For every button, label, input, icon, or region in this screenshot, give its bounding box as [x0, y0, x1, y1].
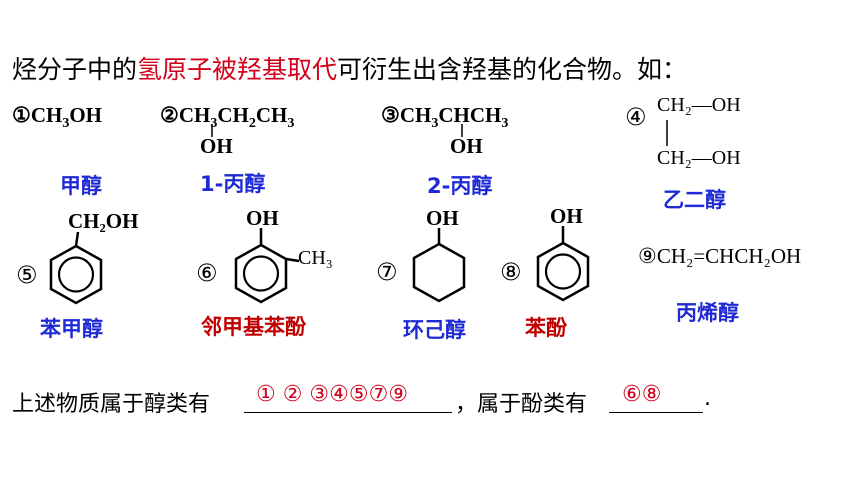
compound-1-num: ① — [12, 103, 31, 127]
compound-7-num: ⑦ — [376, 258, 398, 286]
compound-3-formula: ③CH3CHCH3 — [381, 103, 509, 132]
compound-9-name: 丙烯醇 — [676, 301, 739, 325]
compound-9-formula: ⑨CH₂=CHCH₂OH — [638, 244, 802, 268]
compound-5-name: 苯甲醇 — [40, 317, 103, 341]
compound-2-formula: ②CH3CH2CH3 — [160, 103, 295, 132]
compound-7-oh: OH — [426, 206, 459, 230]
compound-6-num: ⑥ — [196, 259, 218, 287]
compound-4-top: CH₂—OH — [657, 94, 741, 116]
intro-highlight: 氢原子被羟基取代 — [137, 55, 338, 84]
compound-1-formula: ①CH3OH — [12, 103, 102, 132]
compound-2-branch: OH — [200, 134, 233, 158]
summary-mid: ，属于酚类有 — [455, 392, 588, 417]
compound-6-name: 邻甲基苯酚 — [201, 315, 306, 339]
compound-8-ring — [536, 226, 590, 302]
compound-3-branch: OH — [450, 134, 483, 158]
compound-2-name: 1-丙醇 — [200, 172, 266, 196]
compound-5-group: CH₂OH — [68, 209, 139, 233]
compound-5-ring — [49, 231, 103, 305]
compound-8-name: 苯酚 — [525, 316, 567, 340]
compound-4-name: 乙二醇 — [663, 188, 726, 212]
compound-3-num: ③ — [381, 103, 400, 127]
intro-pre: 烃分子中的 — [12, 55, 138, 84]
summary-end: . — [704, 386, 711, 411]
compound-3-name: 2-丙醇 — [427, 174, 493, 198]
compound-8-num: ⑧ — [500, 258, 522, 286]
intro-sentence: 烃分子中的氢原子被羟基取代可衍生出含羟基的化合物。如： — [12, 50, 687, 86]
intro-post: 可衍生出含羟基的化合物。如： — [337, 55, 688, 84]
compound-5-num: ⑤ — [16, 261, 38, 289]
compound-2-num: ② — [160, 103, 179, 127]
compound-7-ring — [412, 228, 466, 303]
answer-phenols: ⑥⑧ — [622, 382, 662, 407]
compound-4-bond — [666, 120, 668, 146]
answer-alcohols: ① ② ③④⑤⑦⑨ — [256, 382, 409, 407]
compound-6-ch3: CH₃ — [298, 247, 333, 269]
answer-blank-1 — [244, 412, 452, 413]
summary-pre: 上述物质属于醇类有 — [12, 392, 211, 417]
answer-blank-2 — [609, 412, 703, 413]
compound-2-bond — [211, 124, 213, 137]
compound-3-bond — [461, 124, 463, 137]
compound-6-ring — [234, 228, 300, 304]
compound-8-oh: OH — [550, 204, 583, 228]
compound-1-name: 甲醇 — [60, 174, 102, 198]
compound-4-num: ④ — [625, 103, 647, 131]
compound-7-name: 环己醇 — [403, 318, 466, 342]
compound-9-num: ⑨ — [638, 244, 657, 268]
compound-4-bottom: CH₂—OH — [657, 147, 741, 169]
compound-6-oh: OH — [246, 206, 279, 230]
